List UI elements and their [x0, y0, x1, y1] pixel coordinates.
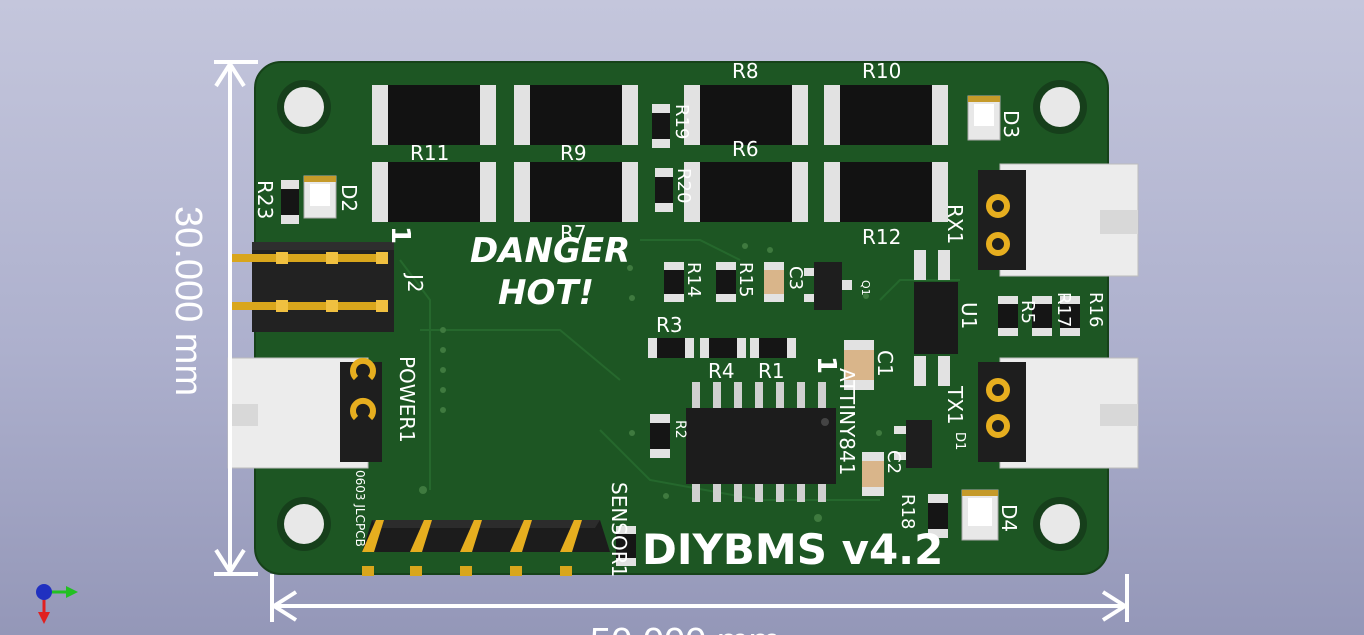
label-r20: R20: [673, 168, 694, 203]
label-d1: D1: [952, 432, 967, 450]
dimension-horizontal-label: 50.000 mm: [590, 621, 780, 635]
label-pin1-attiny: 1: [811, 356, 841, 374]
label-jlcpcb: 0603 JLCPCB: [353, 470, 367, 547]
danger-text: DANGER: [470, 231, 630, 271]
label-r11: R11: [410, 141, 449, 165]
label-r19: R19: [671, 104, 692, 139]
load-resistors: [372, 85, 948, 222]
label-r10: R10: [862, 59, 901, 83]
label-tx1: TX1: [943, 385, 967, 425]
mounting-holes: [277, 80, 1087, 551]
label-d3: D3: [999, 110, 1023, 138]
dimension-vertical-label: 30.000 mm: [167, 206, 209, 396]
vias: [419, 243, 882, 522]
label-r17: R17: [1053, 292, 1074, 327]
axis-gizmo-icon: [36, 584, 78, 624]
label-c2: C2: [883, 450, 904, 474]
tx-connector: [978, 357, 1139, 469]
label-r18: R18: [897, 494, 918, 529]
label-sensor1: SENSOR1: [607, 482, 631, 577]
label-r15: R15: [735, 262, 756, 297]
label-power1: POWER1: [395, 356, 419, 443]
smd-components: [281, 95, 1080, 566]
label-attiny841: ATTINY841: [835, 368, 859, 475]
dimension-vertical: 30.000 mm: [167, 60, 258, 576]
label-r12: R12: [862, 225, 901, 249]
label-j2: J2: [403, 272, 427, 293]
label-r9: R9: [560, 141, 587, 165]
j2-pin-header: [232, 242, 394, 332]
rx-connector: [978, 163, 1139, 277]
label-r8: R8: [732, 59, 759, 83]
label-r5: R5: [1017, 300, 1038, 324]
silkscreen: R8 R10 R11 R9 R6 R7 R12 R19 R20 R23 D2 D…: [253, 59, 1106, 577]
label-d2: D2: [337, 184, 361, 212]
label-r2: R2: [672, 420, 688, 439]
label-d4: D4: [997, 504, 1021, 532]
label-q1: Q1: [859, 280, 872, 296]
label-r4: R4: [708, 359, 735, 383]
board-title: DIYBMS v4.2: [642, 525, 943, 574]
label-r23: R23: [253, 180, 277, 219]
label-c3: C3: [785, 266, 806, 290]
label-u1: U1: [957, 302, 981, 329]
label-r6: R6: [732, 137, 759, 161]
label-rx1: RX1: [943, 204, 967, 244]
label-r1: R1: [758, 359, 785, 383]
hot-text: HOT!: [498, 273, 594, 313]
label-r16: R16: [1085, 292, 1106, 327]
label-r3: R3: [656, 313, 683, 337]
label-c1: C1: [873, 350, 897, 377]
label-r14: R14: [683, 262, 704, 297]
label-pin1-j2: 1: [385, 226, 415, 244]
power-connector: [227, 357, 382, 469]
attiny841-chip: [686, 382, 836, 502]
dimension-horizontal: 50.000 mm: [270, 574, 1129, 635]
sensor-pin-header: [362, 520, 610, 576]
label-r7: R7: [560, 221, 587, 245]
